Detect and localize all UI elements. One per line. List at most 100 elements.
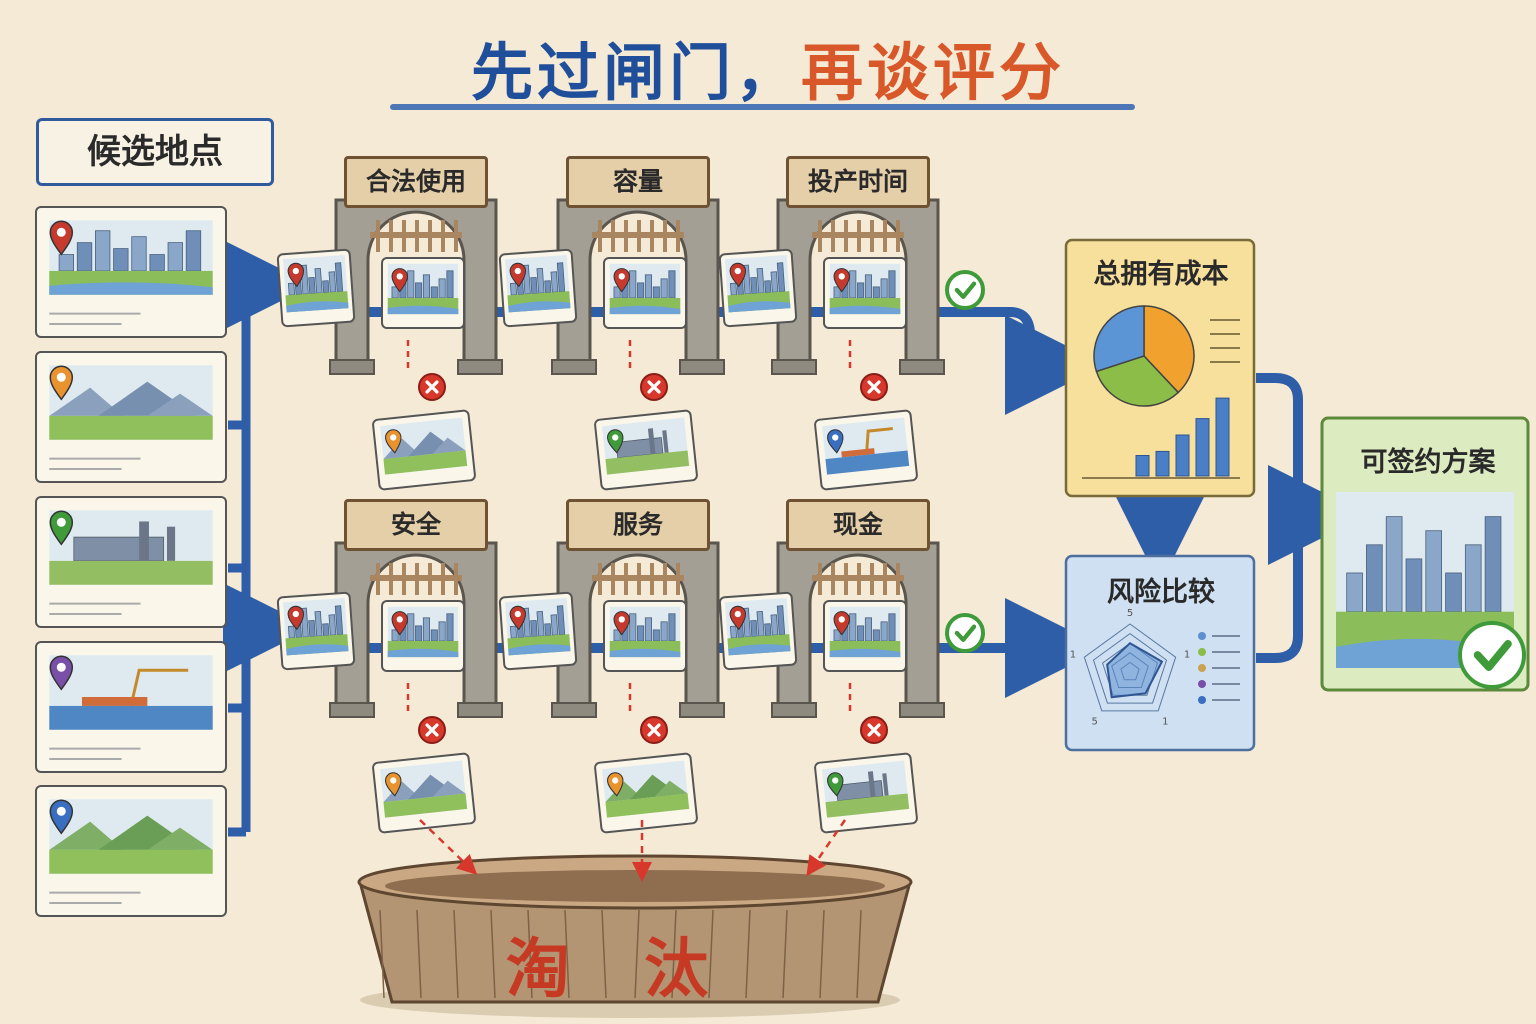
candidate-card-3 (35, 496, 227, 628)
hills-scene (49, 799, 213, 874)
location-pin-icon (827, 772, 844, 797)
score-panels: 5 1 1 5 1 (1064, 238, 1530, 752)
tco-bar-2 (1155, 450, 1170, 477)
passing-card (381, 600, 465, 672)
passing-card (603, 600, 687, 672)
portcullis (812, 220, 904, 252)
location-pin-icon (833, 268, 850, 293)
risk-panel: 5 1 1 5 1 (1064, 554, 1256, 752)
page-title: 先过闸门，再谈评分 (0, 22, 1536, 112)
location-pin-icon (607, 429, 624, 454)
mountains-scene (49, 365, 213, 440)
gate-1 (276, 198, 543, 491)
entering-card (276, 591, 356, 671)
location-pin-icon (287, 605, 305, 631)
portcullis (592, 563, 684, 595)
gate-5 (498, 541, 765, 834)
candidate-card-1 (35, 206, 227, 338)
location-pin-icon (607, 772, 624, 797)
legend-dot (1198, 648, 1206, 656)
location-pin-icon (729, 605, 747, 631)
pass-check-icon (945, 613, 985, 653)
rejected-card (814, 409, 918, 491)
factory-scene (49, 510, 213, 585)
gate-2 (498, 198, 765, 491)
rejected-card (594, 409, 698, 491)
portcullis (370, 563, 462, 595)
city-scene (49, 220, 213, 295)
portcullis (592, 220, 684, 252)
title-part-score: 再谈评分 (801, 36, 1066, 109)
mountains-scene (379, 417, 468, 475)
merge-to-result (1256, 373, 1318, 663)
candidates-label: 候选地点 (36, 118, 274, 186)
entering-card (498, 248, 578, 328)
tco-bar-3 (1175, 434, 1190, 477)
gate-sign-cash: 现金 (786, 499, 930, 551)
location-pin-icon (49, 799, 74, 835)
rejected-card (372, 409, 476, 491)
pie-slice-2 (1095, 355, 1180, 407)
approved-check-icon (1458, 621, 1526, 689)
gate-grid (276, 198, 985, 834)
result-title: 可签约方案 (1360, 447, 1496, 478)
location-pin-icon (729, 262, 747, 288)
radar-tick-label: 1 (1162, 717, 1168, 728)
tco-bar-1 (1135, 455, 1150, 477)
location-pin-icon (49, 220, 74, 256)
elimination-label: 淘 汰 (505, 933, 735, 1007)
to-basin-arrow-1 (419, 819, 478, 875)
radar-tick-label: 1 (1070, 649, 1076, 660)
entering-card (498, 591, 578, 671)
result-panel (1320, 416, 1530, 692)
entering-card (718, 591, 798, 671)
reject-x-icon (640, 716, 668, 744)
location-pin-icon (287, 262, 305, 288)
radar-ring (1092, 632, 1168, 704)
gate-sign-safety: 安全 (344, 499, 488, 551)
location-pin-icon (391, 611, 408, 636)
gate-3 (718, 198, 985, 491)
location-pin-icon (49, 655, 74, 691)
location-pin-icon (613, 611, 630, 636)
entering-card (718, 248, 798, 328)
radar-tick-label: 5 (1092, 717, 1098, 728)
rejected-card (594, 752, 698, 834)
reject-x-icon (860, 373, 888, 401)
port-scene (821, 417, 910, 475)
location-pin-icon (833, 611, 850, 636)
gate-sign-launch-time: 投产时间 (786, 156, 930, 208)
candidate-card-5 (35, 785, 227, 917)
radar-tick-label: 5 (1127, 608, 1133, 619)
location-pin-icon (49, 510, 74, 546)
location-pin-icon (385, 429, 402, 454)
title-part-gates: 先过闸门， (470, 36, 801, 109)
radar-tick-label: 1 (1184, 649, 1190, 660)
rejected-card (372, 752, 476, 834)
hills-scene (601, 760, 690, 818)
passing-card (823, 600, 907, 672)
reject-x-icon (860, 716, 888, 744)
rejected-card (814, 752, 918, 834)
location-pin-icon (613, 268, 630, 293)
location-pin-icon (509, 262, 527, 288)
mountains-scene (379, 760, 468, 818)
passing-card (381, 257, 465, 329)
location-pin-icon (385, 772, 402, 797)
portcullis (812, 563, 904, 595)
legend-dot (1198, 632, 1206, 640)
tco-bar-4 (1195, 418, 1210, 477)
gate-sign-legal-use: 合法使用 (344, 156, 488, 208)
candidate-collector (228, 280, 251, 837)
gate-sign-service: 服务 (566, 499, 710, 551)
passing-card (823, 257, 907, 329)
gate-sign-capacity: 容量 (566, 156, 710, 208)
tco-panel (1064, 238, 1256, 498)
gate-6 (718, 541, 985, 834)
location-pin-icon (509, 605, 527, 631)
gate-4 (276, 541, 543, 834)
location-pin-icon (391, 268, 408, 293)
legend-dot (1198, 664, 1206, 672)
city-scene (282, 597, 349, 656)
